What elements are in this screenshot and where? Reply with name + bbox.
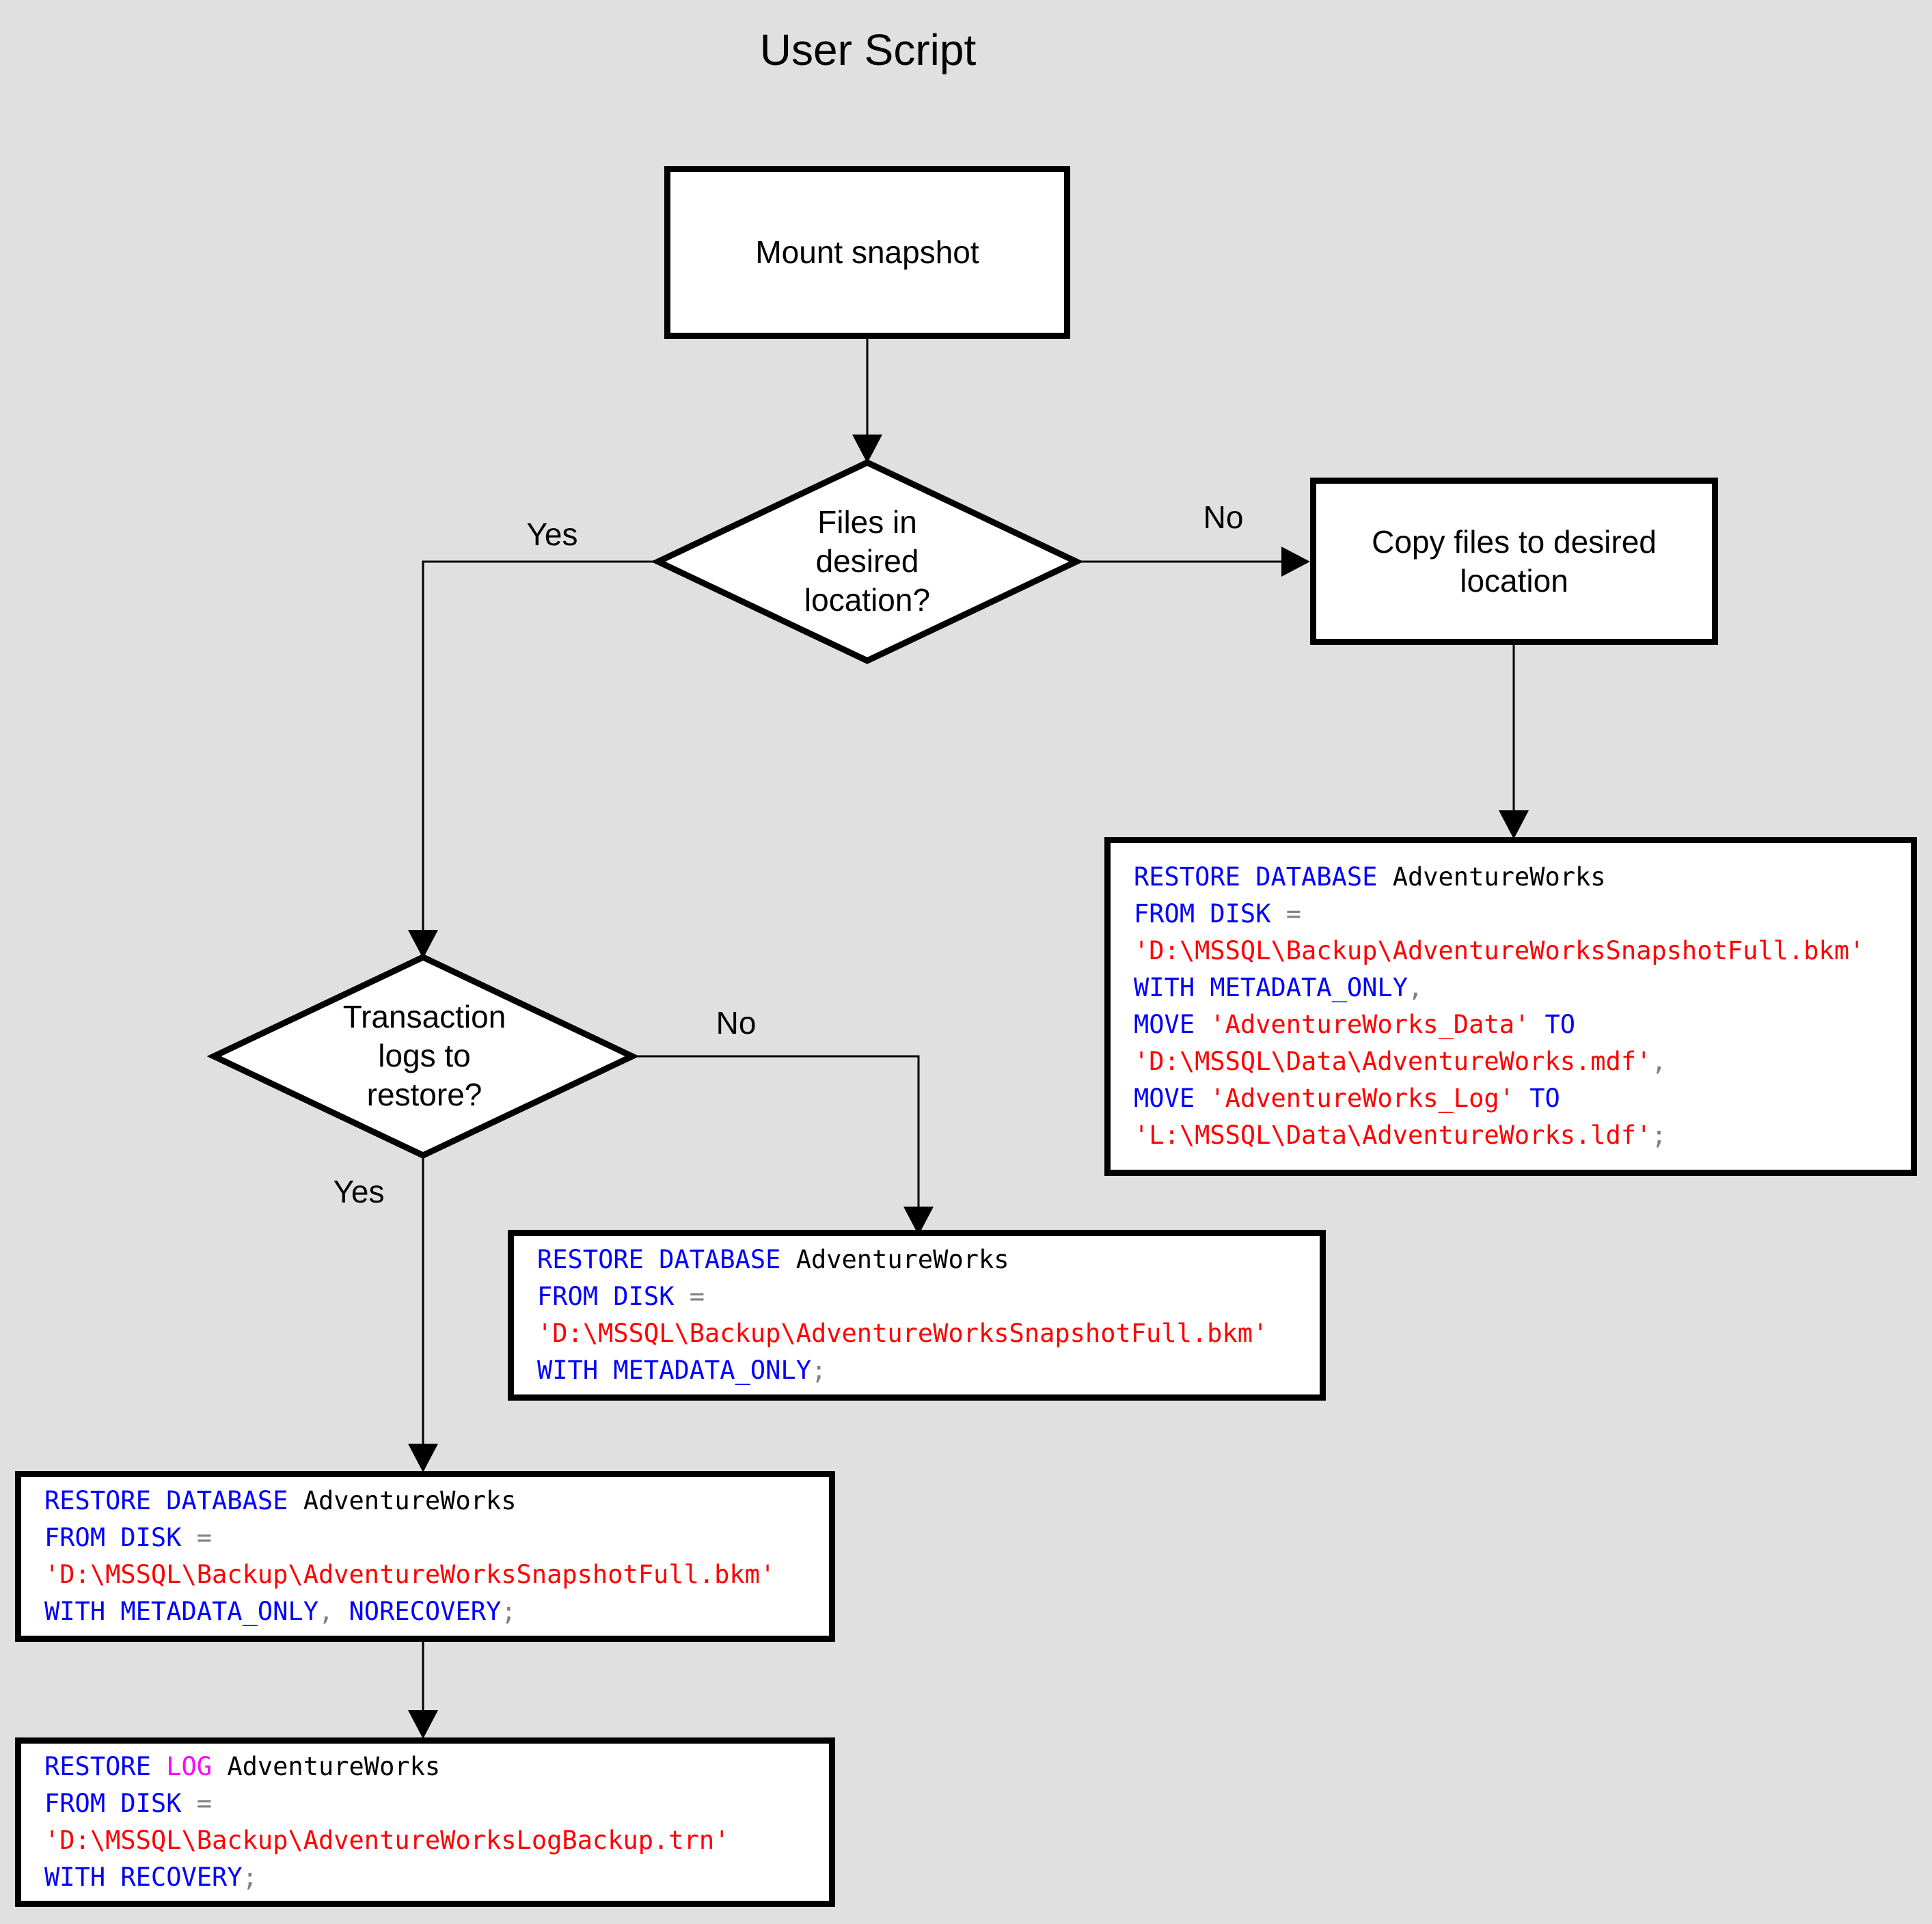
- code-line: WITH METADATA_ONLY,: [1134, 973, 1424, 1002]
- code-line: 'L:\MSSQL\Data\AdventureWorks.ldf';: [1134, 1121, 1667, 1150]
- decision-label-line: restore?: [366, 1077, 482, 1112]
- process-box-label: Copy files to desired location: [1372, 523, 1657, 599]
- branch-label-logs-no: No: [716, 1005, 757, 1041]
- decision-label-line: location?: [804, 582, 931, 618]
- code-line: 'D:\MSSQL\Backup\AdventureWorksSnapshotF…: [44, 1560, 776, 1589]
- decision-label-line: logs to: [378, 1038, 471, 1073]
- code-line: FROM DISK =: [1134, 899, 1302, 929]
- decision-diamond-transaction-logs: [206, 954, 640, 1159]
- code-line: WITH METADATA_ONLY;: [537, 1356, 827, 1385]
- decision-label-transaction-logs: Transaction logs to restore?: [288, 998, 561, 1114]
- page-title: User Script: [759, 25, 977, 74]
- branch-label-files-yes: Yes: [526, 517, 578, 552]
- decision-diamond-files-in-location: [651, 459, 1084, 664]
- code-line: WITH METADATA_ONLY, NORECOVERY;: [44, 1597, 517, 1626]
- code-line: RESTORE LOG AdventureWorks: [44, 1752, 441, 1781]
- code-line: FROM DISK =: [44, 1523, 213, 1552]
- code-line: MOVE 'AdventureWorks_Log' TO: [1134, 1084, 1560, 1113]
- process-box-label: Mount snapshot: [755, 234, 979, 270]
- arrowhead-icon: [408, 1444, 438, 1472]
- process-box-copy-files: Copy files to desired location: [1310, 478, 1718, 645]
- arrowhead-icon: [1499, 810, 1529, 839]
- process-box-mount-snapshot: Mount snapshot: [664, 166, 1070, 339]
- code-line: FROM DISK =: [44, 1789, 213, 1818]
- decision-label-line: Files in: [817, 504, 917, 540]
- decision-label-line: Transaction: [342, 999, 506, 1034]
- decision-label-line: desired: [815, 543, 919, 579]
- connector-logs-no-to-restore-metadata: [632, 1055, 920, 1209]
- code-line: FROM DISK =: [537, 1282, 705, 1311]
- arrowhead-icon: [408, 1710, 438, 1739]
- branch-label-logs-yes: Yes: [333, 1174, 385, 1209]
- code-line: RESTORE DATABASE AdventureWorks: [1134, 862, 1606, 892]
- arrowhead-icon: [408, 930, 438, 959]
- connector-files-yes-to-logs-decision: [422, 560, 658, 933]
- branch-label-files-no: No: [1203, 499, 1244, 535]
- arrowhead-icon: [852, 435, 882, 463]
- code-line: MOVE 'AdventureWorks_Data' TO: [1134, 1010, 1576, 1039]
- code-line: 'D:\MSSQL\Backup\AdventureWorksSnapshotF…: [537, 1319, 1268, 1348]
- code-line: 'D:\MSSQL\Backup\AdventureWorksSnapshotF…: [1134, 936, 1865, 965]
- code-line: 'D:\MSSQL\Data\AdventureWorks.mdf',: [1134, 1047, 1667, 1076]
- code-line: 'D:\MSSQL\Backup\AdventureWorksLogBackup…: [44, 1826, 730, 1855]
- decision-label-files-in-location: Files in desired location?: [731, 503, 1004, 620]
- code-line: WITH RECOVERY;: [44, 1863, 258, 1892]
- code-line: RESTORE DATABASE AdventureWorks: [44, 1486, 517, 1515]
- arrowhead-icon: [903, 1207, 934, 1235]
- arrowhead-icon: [1281, 547, 1310, 577]
- code-line: RESTORE DATABASE AdventureWorks: [537, 1245, 1009, 1274]
